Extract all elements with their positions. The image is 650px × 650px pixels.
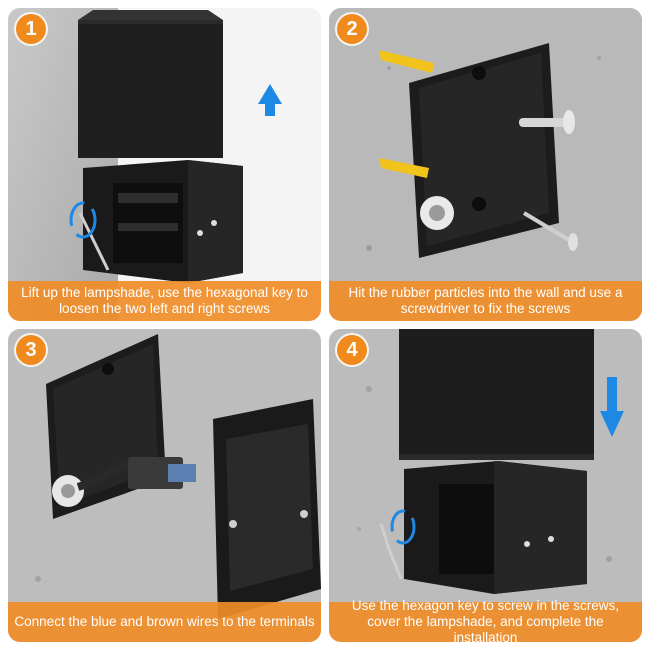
step-number-badge: 4 [337,335,367,365]
step-1-panel: 1 Lift up the lampshade, use the hexagon… [8,8,321,321]
arrow-up-icon [258,84,282,116]
step-4-illustration [329,329,642,642]
arrow-down-icon [600,377,624,437]
hex-key-icon [379,523,403,580]
step-number-badge: 1 [16,14,46,44]
step-caption: Use the hexagon key to screw in the scre… [329,598,642,642]
step-number-badge: 2 [337,14,367,44]
step-caption: Connect the blue and brown wires to the … [8,602,321,642]
step-4-panel: 4 Use the hexagon key to screw in the sc… [329,329,642,642]
step-2-panel: 2 Hit the rubber particles into the wall… [329,8,642,321]
step-3-illustration [8,329,321,642]
step-3-panel: 3 Connect the blue and brown wires to th… [8,329,321,642]
step-1-illustration [8,8,321,321]
step-number-badge: 3 [16,335,46,365]
hex-key-icon [78,212,110,271]
step-2-illustration [329,8,642,321]
step-caption: Hit the rubber particles into the wall a… [329,281,642,321]
step-caption: Lift up the lampshade, use the hexagonal… [8,281,321,321]
